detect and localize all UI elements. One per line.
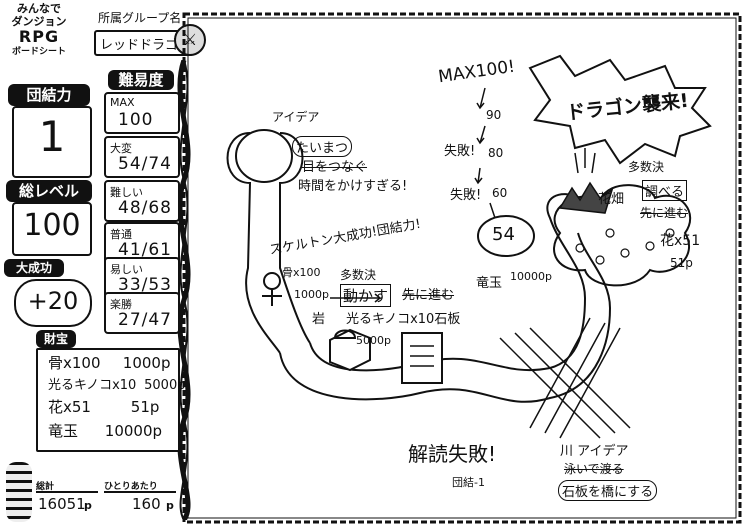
difficulty-label-trivial: 楽勝: [110, 298, 132, 311]
per-person-unit: p: [166, 499, 174, 512]
fail-note-1: 失敗!: [444, 144, 476, 159]
treasure-item-name: 光るキノコx10: [48, 378, 137, 393]
total-unit: p: [84, 499, 92, 512]
majority-vote-1: 多数決: [340, 268, 377, 282]
treasure-item: 骨x100 1000p: [48, 352, 170, 373]
group-label: 所属グループ名: [98, 11, 182, 25]
difficulty-value-hard: 54/74: [118, 154, 172, 174]
unity-value: 1: [38, 112, 66, 161]
choice-investigate: 調べる: [642, 180, 688, 201]
dragon-orb-label: 竜玉: [476, 276, 503, 291]
bone-value: 1000p: [294, 288, 329, 301]
treasure-item: 光るキノコx10 5000p: [48, 374, 185, 393]
value-80: 80: [488, 146, 504, 160]
difficulty-row-hard: 大変 54/74: [104, 136, 180, 178]
logo-line-3: RPG: [18, 27, 60, 46]
difficulty-value-normal: 41/61: [118, 240, 172, 260]
logo-line-1: みんなで: [17, 2, 61, 15]
treasure-item-name: 竜玉: [48, 422, 79, 440]
value-60: 60: [492, 186, 508, 200]
idea-connect: 目をつなぐ: [302, 160, 368, 175]
treasure-item-value: 5000p: [144, 378, 186, 393]
per-person-label: ひとりあたり: [104, 482, 158, 492]
mushroom-value: 5000p: [356, 334, 391, 347]
per-person-value: 160: [132, 495, 161, 513]
bone-label: 骨x100: [282, 266, 321, 279]
river-swim-option: 泳いで渡る: [564, 462, 624, 476]
logo-line-2: ダンジョン: [11, 15, 67, 28]
coin-stack-icon: [6, 462, 32, 522]
total-label: 総計: [36, 482, 55, 492]
difficulty-value-trivial: 27/47: [118, 310, 172, 330]
idea-title: アイデア: [272, 110, 320, 124]
treasure-item: 花x51 51p: [48, 396, 159, 417]
choice-move: 動かす: [340, 284, 392, 307]
river-idea-title: 川 アイデア: [560, 444, 629, 459]
treasure-box: 骨x100 1000p 光るキノコx10 5000p 花x51 51p 竜玉 1…: [36, 348, 185, 452]
dungeon-board: アイデア たいまつ 目をつなぐ 時間をかけすぎる! スケルトン大成功!団結力! …: [180, 8, 745, 526]
unity-minus-note: 団結-1: [452, 476, 485, 489]
idea-torch: たいまつ: [292, 136, 353, 157]
success-label: 大成功: [4, 259, 64, 277]
unity-label: 団結力: [8, 84, 90, 106]
flower-field-label: 花畑: [598, 192, 625, 207]
vine-decoration: [177, 60, 191, 520]
total-field: 16051 p: [36, 491, 98, 519]
difficulty-label-easy: 易しい: [110, 263, 143, 276]
idea-too-long: 時間をかけすぎる!: [298, 179, 408, 194]
difficulty-row-difficult: 難しい 48/68: [104, 180, 180, 222]
difficulty-row-trivial: 楽勝 27/47: [104, 292, 180, 334]
choice-proceed: 先に進む: [402, 288, 455, 303]
treasure-item-value: 10000p: [104, 422, 163, 440]
river-bridge-option: 石板を橋にする: [558, 480, 658, 501]
treasure-item-name: 花x51: [48, 398, 91, 416]
success-value: +20: [27, 287, 79, 315]
mushroom-note: 光るキノコx10石板: [346, 312, 461, 327]
choice-proceed-2: 先に進む: [640, 206, 689, 220]
difficulty-label-hard: 大変: [110, 142, 132, 155]
difficulty-title: 難易度: [108, 70, 174, 90]
flower-value: 51p: [670, 256, 693, 270]
treasure-item: 竜玉 10000p: [48, 420, 162, 441]
per-person-field: 160 p: [104, 491, 176, 519]
treasure-item-value: 1000p: [122, 354, 171, 372]
level-label: 総レベル: [6, 180, 92, 202]
difficulty-value-max: 100: [118, 110, 154, 130]
level-box: 100: [12, 202, 92, 256]
treasure-title: 財宝: [36, 330, 76, 348]
difficulty-label-normal: 普通: [110, 228, 132, 241]
logo-line-4: ボードシート: [11, 47, 66, 57]
majority-vote-2: 多数決: [628, 160, 665, 174]
difficulty-value-difficult: 48/68: [118, 198, 172, 218]
level-value: 100: [23, 208, 81, 243]
flower-label: 花x51: [660, 233, 701, 249]
difficulty-label-max: MAX: [110, 96, 135, 109]
fail-note-2: 失敗!: [450, 188, 482, 203]
group-name-value: レッドドラゴン: [100, 38, 192, 53]
score-value: 54: [492, 224, 515, 245]
game-logo: みんなで ダンジョン RPG ボードシート: [4, 2, 74, 68]
difficulty-row-max: MAX 100: [104, 92, 180, 134]
treasure-item-value: 51p: [130, 398, 160, 416]
total-value: 16051: [38, 495, 86, 513]
treasure-item-name: 骨x100: [48, 354, 101, 372]
dragon-orb-value: 10000p: [510, 270, 552, 283]
success-box: +20: [14, 279, 92, 327]
character-sheet-panel: みんなで ダンジョン RPG ボードシート 所属グループ名 レッドドラゴン ⚔ …: [0, 0, 206, 532]
unity-box: 1: [12, 106, 92, 178]
value-90: 90: [486, 108, 502, 122]
decode-fail-note: 解読失敗!: [408, 442, 497, 466]
difficulty-label-difficult: 難しい: [110, 186, 143, 199]
difficulty-value-easy: 33/53: [118, 275, 172, 295]
rock-label: 岩: [312, 312, 326, 327]
dragon-emblem-icon: ⚔: [174, 24, 206, 56]
